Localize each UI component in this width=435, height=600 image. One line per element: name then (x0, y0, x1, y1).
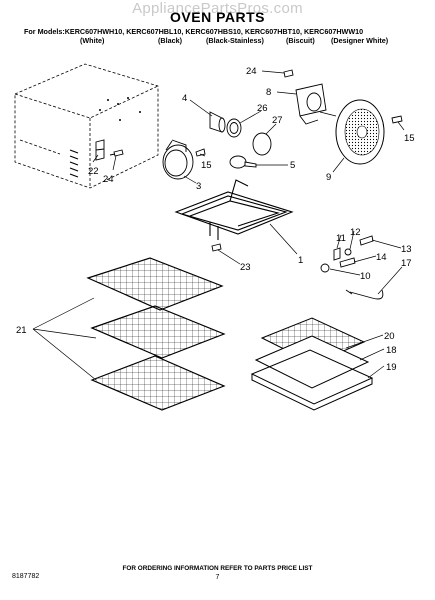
models-line: For Models:KERC607HWH10, KERC607HBL10, K… (24, 27, 364, 36)
cavity-side-vent (69, 149, 79, 178)
finish-label-biscuit: (Biscuit) (286, 36, 315, 45)
screw-part-24-left (109, 149, 124, 157)
light-socket-part-4 (209, 111, 226, 133)
convection-motor-part-8 (295, 83, 337, 125)
bulb-part-5 (229, 155, 257, 169)
callout-17: 17 (401, 258, 412, 269)
sensor-probe-part-17 (345, 289, 384, 300)
callout-8: 8 (266, 87, 271, 98)
ordering-info-footer: FOR ORDERING INFORMATION REFER TO PARTS … (122, 565, 313, 572)
gasket-part-26 (226, 118, 242, 138)
finish-label-white: (White) (80, 36, 105, 45)
callout-3: 3 (196, 181, 201, 192)
sensor-parts-10-14 (320, 235, 374, 273)
finish-label-designer-white: (Designer White) (331, 36, 389, 45)
screw-part-15-left (195, 148, 206, 157)
callout-9: 9 (326, 172, 331, 183)
broil-element-part-1 (174, 179, 294, 240)
callout-19: 19 (386, 362, 397, 373)
screw-part-24-right (283, 69, 294, 78)
callout-15-left: 15 (201, 160, 212, 171)
page-title: OVEN PARTS (170, 9, 265, 25)
callout-4: 4 (182, 93, 187, 104)
callout-24-top: 24 (246, 66, 257, 77)
callout-21: 21 (16, 325, 27, 336)
callout-18: 18 (386, 345, 397, 356)
lens-part-27 (252, 132, 272, 156)
callout-23: 23 (240, 262, 251, 273)
screw-part-15-right (391, 115, 403, 124)
finish-label-black: (Black) (158, 36, 182, 45)
callout-27: 27 (272, 115, 283, 126)
callout-15-right: 15 (404, 133, 415, 144)
screw-part-23 (211, 243, 222, 252)
callout-24-left: 24 (103, 174, 114, 185)
callout-22: 22 (88, 166, 99, 177)
callout-numbers: 24 8 4 26 27 15 9 22 24 15 3 5 1 23 11 1… (16, 66, 415, 373)
fan-cover-part-9 (335, 99, 385, 165)
finish-label-black-stainless: (Black-Stainless) (206, 36, 264, 45)
cavity-holes (99, 97, 141, 121)
oven-cavity (14, 63, 159, 189)
page-number: 7 (215, 574, 220, 581)
leader-lines (32, 70, 405, 381)
callout-20: 20 (384, 331, 395, 342)
callout-1: 1 (298, 255, 303, 266)
callout-11: 11 (336, 233, 346, 244)
document-number: 8187782 (12, 573, 40, 580)
bracket-part-22 (95, 139, 105, 161)
watermark: AppliancePartsPros.com (132, 0, 303, 17)
callout-14: 14 (376, 252, 387, 263)
light-lens-part-3 (162, 139, 194, 180)
callout-10: 10 (360, 271, 371, 282)
callout-5: 5 (290, 160, 295, 171)
callout-13: 13 (401, 244, 412, 255)
callout-26: 26 (257, 103, 268, 114)
broiler-pan-parts-18-20 (250, 317, 374, 411)
oven-racks-part-21 (86, 257, 226, 411)
callout-12: 12 (350, 227, 361, 238)
